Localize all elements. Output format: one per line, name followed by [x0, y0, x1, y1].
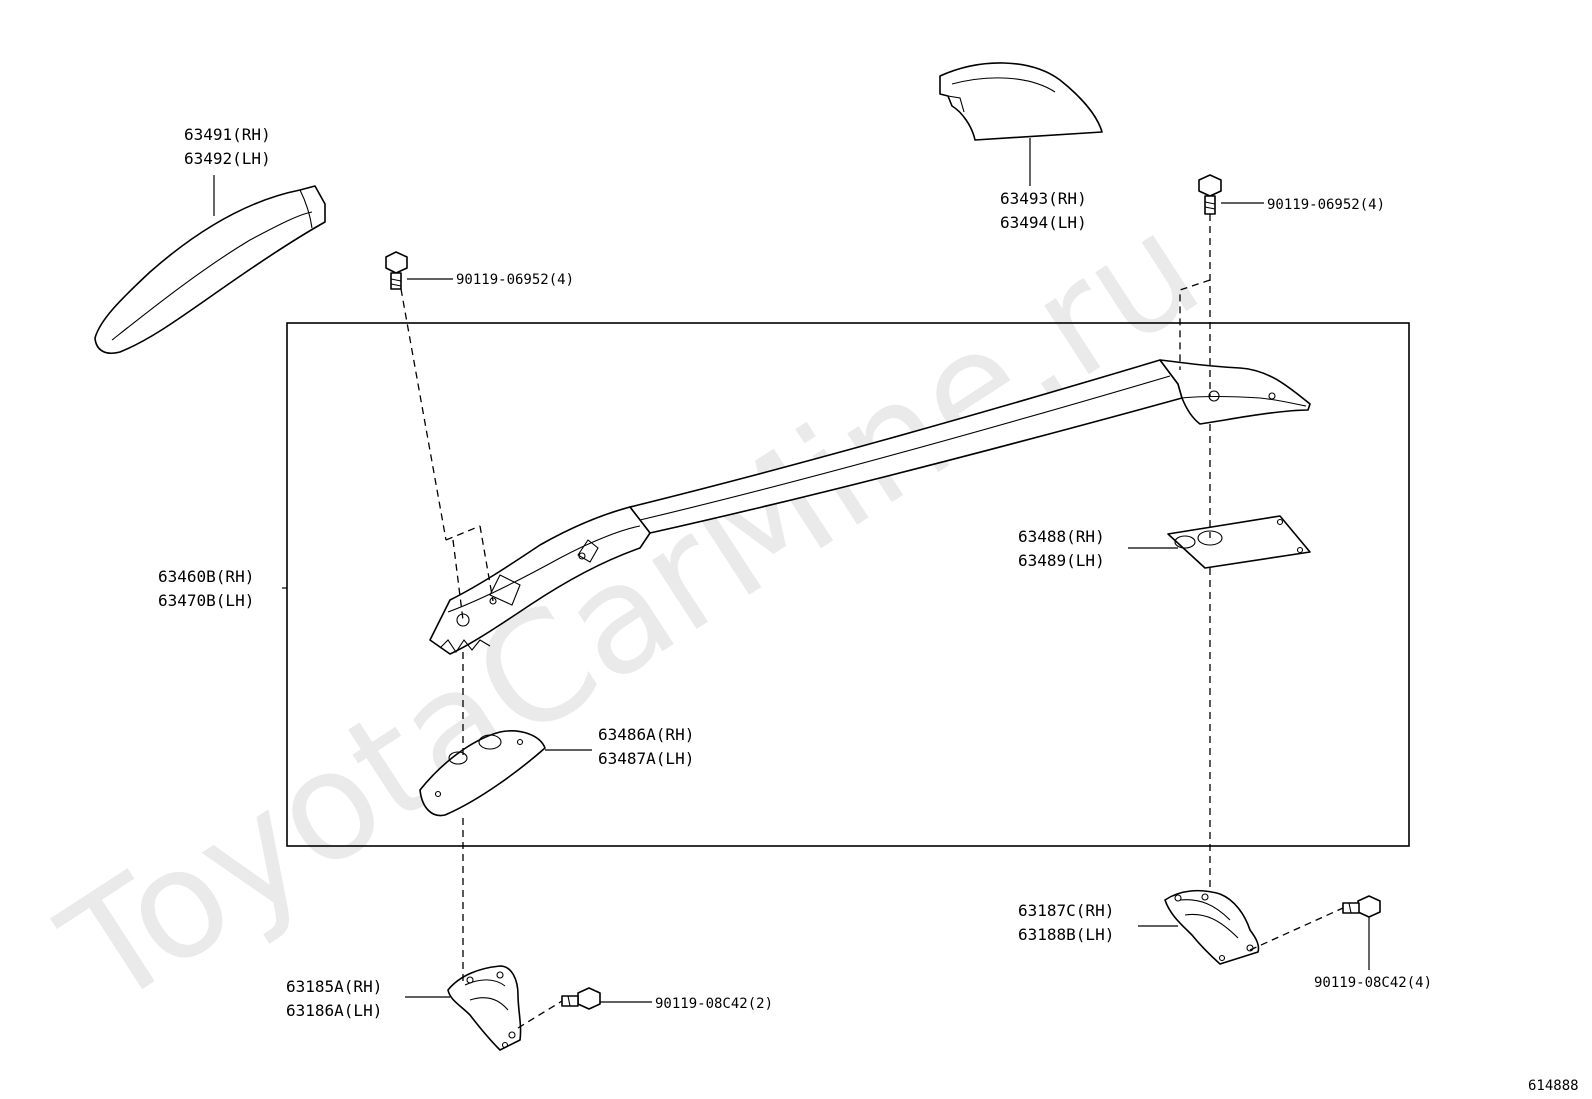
part-label-63188b: 63188B(LH)	[1018, 925, 1114, 944]
part-label-63493: 63493(RH)	[1000, 189, 1087, 208]
bolt-label-top-left: 90119-06952(4)	[456, 272, 574, 288]
rear-bracket	[1164, 889, 1260, 965]
alignment-line	[400, 288, 494, 621]
part-label-63460b: 63460B(RH)	[158, 567, 254, 586]
part-label-63494: 63494(LH)	[1000, 213, 1087, 232]
bolt-label-top-right: 90119-06952(4)	[1267, 197, 1385, 213]
rear-pad	[1167, 515, 1311, 569]
part-label-63488: 63488(RH)	[1018, 527, 1105, 546]
alignment-line	[1249, 907, 1344, 951]
part-label-63486a: 63486A(RH)	[598, 725, 694, 744]
part-label-63185a: 63185A(RH)	[286, 977, 382, 996]
part-label-63470b: 63470B(LH)	[158, 591, 254, 610]
part-label-63489: 63489(LH)	[1018, 551, 1105, 570]
part-label-63487a: 63487A(LH)	[598, 749, 694, 768]
roof-rail-end-cover-front	[94, 185, 326, 354]
part-label-63187c: 63187C(RH)	[1018, 901, 1114, 920]
bolt-label-bottom-right: 90119-08C42(4)	[1314, 975, 1432, 991]
part-label-63491: 63491(RH)	[184, 125, 271, 144]
part-label-63186a: 63186A(LH)	[286, 1001, 382, 1020]
roof-rail	[429, 359, 1311, 655]
bolt-icon	[561, 987, 601, 1010]
bolt-icon	[1198, 174, 1222, 215]
part-label-63492: 63492(LH)	[184, 149, 271, 168]
bolt-label-bottom-left: 90119-08C42(2)	[655, 996, 773, 1012]
front-pad	[419, 730, 546, 817]
bolt-icon	[385, 251, 408, 290]
figure-number: 614888	[1528, 1078, 1579, 1094]
roof-rail-end-cover-rear	[939, 62, 1103, 141]
alignment-line	[517, 1000, 563, 1029]
bolt-icon	[1342, 895, 1381, 918]
assembly-frame	[286, 322, 1410, 847]
front-bracket	[447, 965, 522, 1051]
alignment-line	[1179, 214, 1211, 396]
